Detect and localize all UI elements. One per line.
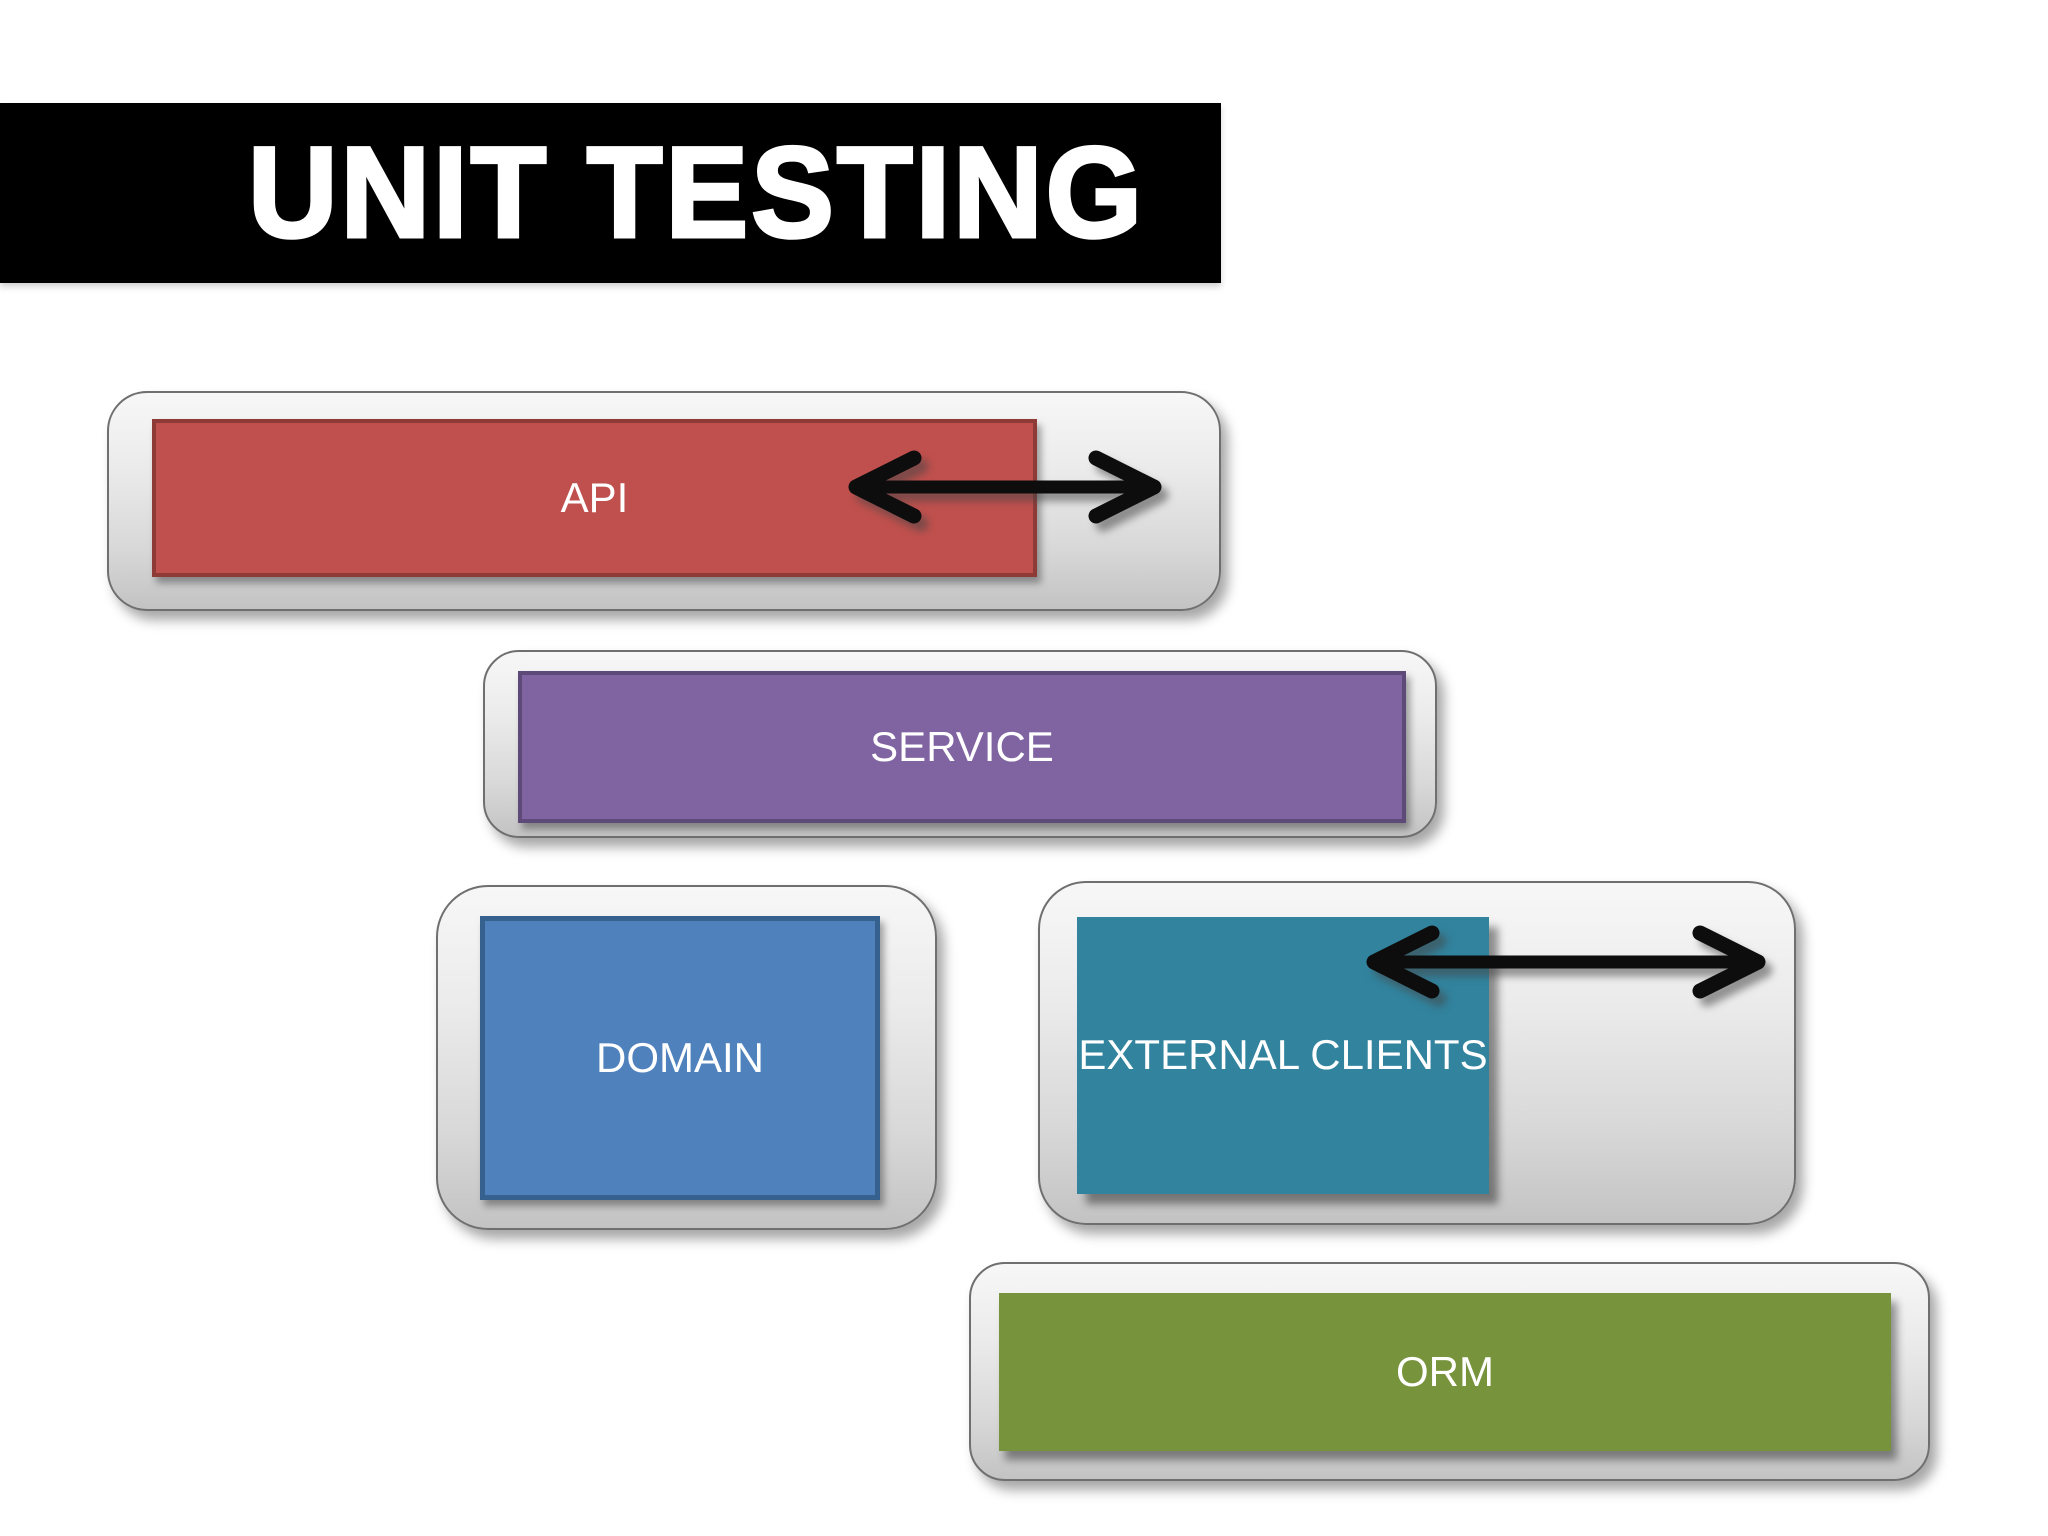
api-label: API (560, 473, 629, 521)
domain-label: DOMAIN (596, 1033, 764, 1081)
external-clients-box: EXTERNAL CLIENTS (1077, 917, 1489, 1194)
orm-layer-container: ORM (969, 1262, 1930, 1481)
api-double-headed-arrow-icon (848, 450, 1162, 524)
external-clients-double-headed-arrow-icon (1366, 925, 1766, 999)
service-box: SERVICE (518, 671, 1406, 823)
orm-box: ORM (999, 1293, 1891, 1451)
external-clients-label: EXTERNAL CLIENTS (1078, 1031, 1488, 1079)
service-layer-container: SERVICE (483, 650, 1437, 838)
api-layer-container: API (107, 391, 1221, 611)
double-arrow-shape (848, 450, 1162, 524)
orm-label: ORM (1396, 1347, 1494, 1395)
domain-layer-container: DOMAIN (436, 885, 937, 1230)
domain-box: DOMAIN (480, 916, 880, 1200)
title-banner: UNIT TESTING (0, 103, 1221, 283)
slide-title: UNIT TESTING (246, 121, 1146, 265)
service-label: SERVICE (870, 722, 1054, 770)
double-arrow-shape (1366, 925, 1766, 999)
